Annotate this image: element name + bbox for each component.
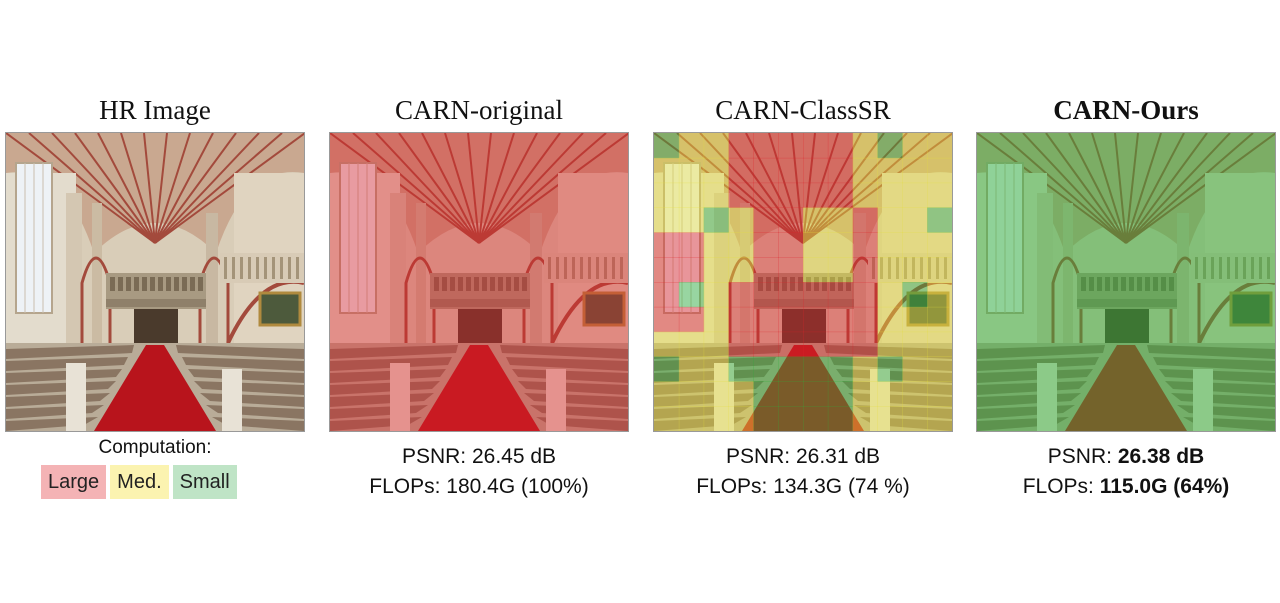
psnr-label: PSNR:: [1047, 445, 1112, 468]
carn-classsr-image: [653, 132, 953, 432]
legend-title: Computation:: [98, 437, 212, 458]
carn-original-image: [329, 132, 629, 432]
legend-large: Large: [41, 465, 107, 499]
legend-small: Small: [172, 465, 237, 499]
hr-image: [5, 132, 305, 432]
flops-value: 134.3G (74 %): [773, 475, 910, 498]
panel-title: CARN-ClassSR: [715, 95, 891, 125]
legend-medium: Med.: [110, 465, 169, 499]
psnr-value: 26.31 dB: [795, 445, 881, 468]
psnr-label: PSNR:: [401, 445, 467, 468]
church-image-mixed-overlay: [654, 133, 952, 431]
church-image-small-overlay: [977, 133, 1275, 431]
panel-title: CARN-original: [395, 95, 563, 125]
flops-value: 180.4G (100%): [446, 475, 589, 498]
psnr-label: PSNR:: [725, 445, 791, 468]
flops-label: FLOPs:: [1022, 475, 1094, 498]
panel-title: HR Image: [99, 95, 211, 125]
church-image: [6, 133, 304, 431]
carn-ours-image: [976, 132, 1276, 432]
church-image-large-overlay: [330, 133, 628, 431]
flops-value: 115.0G (64%): [1099, 475, 1230, 498]
flops-label: FLOPs:: [696, 475, 768, 498]
psnr-value: 26.45 dB: [471, 445, 557, 468]
panel-title: CARN-Ours: [1053, 95, 1199, 125]
metrics: PSNR: 26.38 dB FLOPs: 115.0G (64%): [976, 442, 1276, 502]
psnr-value: 26.38 dB: [1117, 445, 1205, 468]
computation-legend: Large Med. Small: [41, 465, 237, 499]
metrics: PSNR: 26.45 dB FLOPs: 180.4G (100%): [329, 442, 629, 502]
flops-label: FLOPs:: [369, 475, 441, 498]
metrics: PSNR: 26.31 dB FLOPs: 134.3G (74 %): [653, 442, 953, 502]
